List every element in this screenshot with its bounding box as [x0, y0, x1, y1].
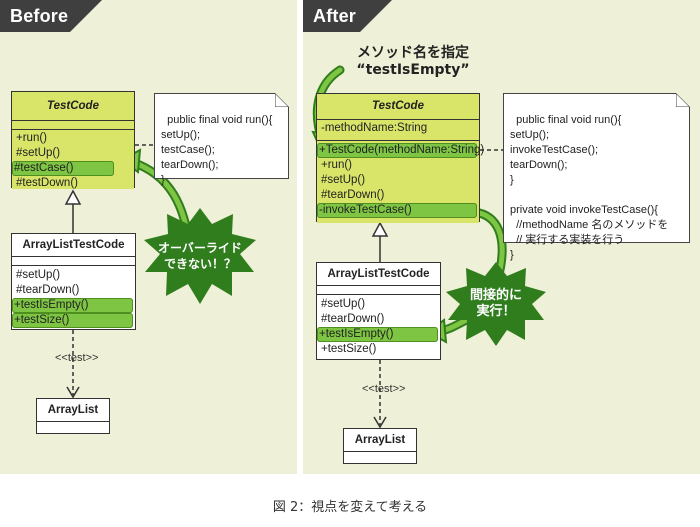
before-testcode-class: TestCode +run() #setUp() #testCase() #te… — [11, 91, 135, 189]
before-subclass-attrs — [12, 257, 135, 266]
before-sub-op-setup: #setUp() — [16, 269, 61, 281]
after-arraylisttestcode-class: ArrayListTestCode #setUp() #tearDown() +… — [316, 262, 441, 360]
before-op-testdown: #testDown() — [16, 177, 78, 189]
before-burst-label: オーバーライド できない！？ — [158, 241, 242, 271]
after-sub-op-teardown: #tearDown() — [321, 313, 385, 325]
after-op-constructor: +TestCode(methodName:String) — [317, 143, 485, 158]
after-op-teardown: #tearDown() — [321, 189, 385, 201]
before-burst — [144, 208, 256, 304]
before-testcode-name: TestCode — [12, 92, 134, 121]
after-testcode-class: TestCode -methodName:String +TestCode(me… — [316, 93, 485, 223]
before-op-run: +run() — [16, 132, 47, 144]
after-dependency-arrow — [373, 416, 387, 429]
after-callout-text: メソッド名を指定 “testIsEmpty” — [356, 45, 470, 78]
after-arraylist-class: ArrayList — [343, 428, 417, 464]
before-sub-op-testsize: +testSize() — [12, 313, 133, 328]
after-op-run: +run() — [321, 159, 352, 171]
before-stereotype: <<test>> — [55, 352, 99, 364]
after-tab-label: After — [313, 6, 357, 26]
after-sub-op-testsize: +testSize() — [321, 343, 377, 355]
note-fold-icon — [275, 92, 290, 107]
after-tab: After — [303, 0, 392, 32]
after-generalization-arrow — [371, 221, 389, 237]
note-fold-icon — [676, 92, 691, 107]
before-sub-op-testisempty: +testIsEmpty() — [12, 298, 133, 313]
before-testcode-ops: +run() #setUp() #testCase() #testDown() — [12, 130, 134, 189]
after-subclass-attrs — [317, 286, 440, 295]
before-sub-op-teardown: #tearDown() — [16, 284, 80, 296]
after-note-text: public final void run(){ setUp(); invoke… — [510, 114, 669, 261]
before-dependency-arrow — [66, 386, 80, 399]
before-note-text: public final void run(){ setUp(); testCa… — [161, 114, 273, 186]
after-burst-label: 間接的に 実行！ — [469, 288, 522, 319]
after-arraylist-name: ArrayList — [344, 429, 416, 452]
after-sub-op-testisempty: +testIsEmpty() — [317, 327, 438, 342]
after-testcode-ops: +TestCode(methodName:String) +run() #set… — [317, 141, 485, 223]
after-burst — [446, 262, 546, 346]
before-subclass-name: ArrayListTestCode — [12, 234, 135, 257]
before-testcode-attrs — [12, 121, 134, 130]
before-generalization-arrow — [64, 189, 82, 205]
before-op-testcase: #testCase() — [12, 161, 114, 176]
after-op-invoketestcase: -invokeTestCase() — [317, 203, 477, 218]
before-tab-label: Before — [10, 6, 69, 26]
before-run-note: public final void run(){ setUp(); testCa… — [154, 92, 290, 186]
after-sub-op-setup: #setUp() — [321, 298, 366, 310]
after-subclass-ops: #setUp() #tearDown() +testIsEmpty() +tes… — [317, 295, 440, 357]
after-testcode-name: TestCode — [317, 94, 479, 120]
figure-caption: 図 2：視点を変えて考える — [272, 500, 428, 515]
before-subclass-ops: #setUp() #tearDown() +testIsEmpty() +tes… — [12, 266, 135, 328]
before-arraylisttestcode-class: ArrayListTestCode #setUp() #tearDown() +… — [11, 233, 136, 330]
after-run-note: public final void run(){ setUp(); invoke… — [503, 92, 691, 261]
after-subclass-name: ArrayListTestCode — [317, 263, 440, 286]
before-arraylist-class: ArrayList — [36, 398, 110, 434]
after-op-setup: #setUp() — [321, 174, 366, 186]
before-arraylist-name: ArrayList — [37, 399, 109, 422]
after-stereotype: <<test>> — [362, 383, 406, 395]
before-op-setup: #setUp() — [16, 147, 61, 159]
after-attr-methodname: -methodName:String — [321, 122, 428, 134]
after-testcode-attrs: -methodName:String — [317, 120, 479, 141]
before-tab: Before — [0, 0, 102, 32]
